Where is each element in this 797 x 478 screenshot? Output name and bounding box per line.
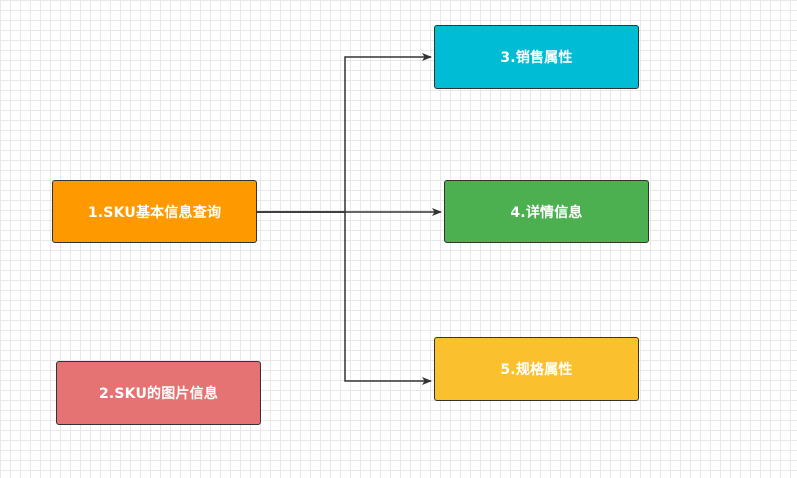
node-label: 5.规格属性 (500, 362, 573, 378)
node-sku-basic-info[interactable]: 1.SKU基本信息查询 (52, 180, 257, 243)
node-sales-attributes[interactable]: 3.销售属性 (434, 25, 639, 89)
node-sku-images[interactable]: 2.SKU的图片信息 (56, 361, 261, 425)
node-label: 4.详情信息 (510, 204, 583, 221)
node-label: 1.SKU基本信息查询 (87, 204, 222, 221)
node-spec-attributes[interactable]: 5.规格属性 (434, 337, 639, 401)
node-detail-info[interactable]: 4.详情信息 (444, 180, 649, 243)
node-label: 3.销售属性 (500, 50, 573, 66)
edge-1-to-3 (257, 53, 432, 213)
edge-1-to-5 (257, 211, 432, 385)
node-label: 2.SKU的图片信息 (98, 386, 219, 402)
